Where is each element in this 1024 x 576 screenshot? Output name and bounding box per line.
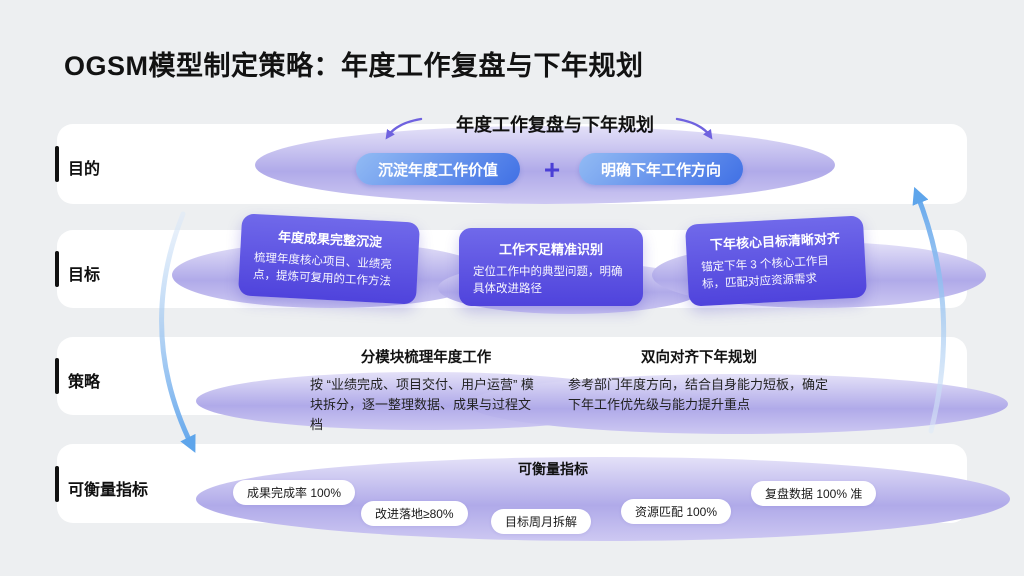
strategy-col-2: 双向对齐下年规划 参考部门年度方向，结合自身能力短板，确定下年工作优先级与能力提… <box>568 346 830 415</box>
metric-pill-3: 目标周月拆解 <box>491 509 592 534</box>
row-label-metrics: 可衡量指标 <box>68 482 149 499</box>
row-marker-strategies <box>55 358 59 394</box>
strategy-col-2-title: 双向对齐下年规划 <box>641 350 757 366</box>
row-marker-goals <box>55 251 59 287</box>
metric-pill-2: 改进落地≥80% <box>361 501 468 526</box>
purpose-pill-left: 沉淀年度工作价值 <box>355 153 521 185</box>
purpose-pill-right: 明确下年工作方向 <box>578 153 744 185</box>
goal-card-1: 年度成果完整沉淀 梳理年度核心项目、业绩亮点，提炼可复用的工作方法 <box>237 213 421 305</box>
row-marker-purpose <box>55 146 59 182</box>
goal-card-3-body: 锚定下年 3 个核心工作目标，匹配对应资源需求 <box>700 255 830 291</box>
metric-pill-4: 资源匹配 100% <box>621 499 732 524</box>
row-marker-metrics <box>55 466 59 502</box>
goal-card-1-title: 年度成果完整沉淀 <box>277 229 383 250</box>
row-label-goals: 目标 <box>68 267 101 284</box>
metric-pill-1: 成果完成率 100% <box>233 480 356 505</box>
row-label-strategies: 策略 <box>68 374 101 391</box>
plus-sign: + <box>543 154 561 185</box>
metric-pill-5: 复盘数据 100% 准 <box>751 481 877 506</box>
goal-card-2: 工作不足精准识别 定位工作中的典型问题，明确具体改进路径 <box>459 228 643 306</box>
row-label-purpose: 目的 <box>68 161 101 178</box>
goal-card-3: 下年核心目标清晰对齐 锚定下年 3 个核心工作目标，匹配对应资源需求 <box>684 215 868 307</box>
goal-card-2-body: 定位工作中的典型问题，明确具体改进路径 <box>473 266 623 295</box>
purpose-header: 年度工作复盘与下年规划 <box>456 115 654 135</box>
goal-card-2-title: 工作不足精准识别 <box>498 242 603 257</box>
strategy-col-2-body: 参考部门年度方向，结合自身能力短板，确定下年工作优先级与能力提升重点 <box>568 377 829 413</box>
goal-card-3-title: 下年核心目标清晰对齐 <box>709 230 841 253</box>
strategy-col-1-body: 按 “业绩完成、项目交付、用户运营” 模块拆分，逐一整理数据、成果与过程文档 <box>310 377 534 433</box>
page-title: OGSM模型制定策略：年度工作复盘与下年规划 <box>64 51 644 81</box>
metrics-header: 可衡量指标 <box>518 461 588 477</box>
strategy-col-1-title: 分模块梳理年度工作 <box>360 350 492 366</box>
goal-card-1-body: 梳理年度核心项目、业绩亮点，提炼可复用的工作方法 <box>252 252 393 288</box>
strategy-col-1: 分模块梳理年度工作 按 “业绩完成、项目交付、用户运营” 模块拆分，逐一整理数据… <box>310 346 542 435</box>
